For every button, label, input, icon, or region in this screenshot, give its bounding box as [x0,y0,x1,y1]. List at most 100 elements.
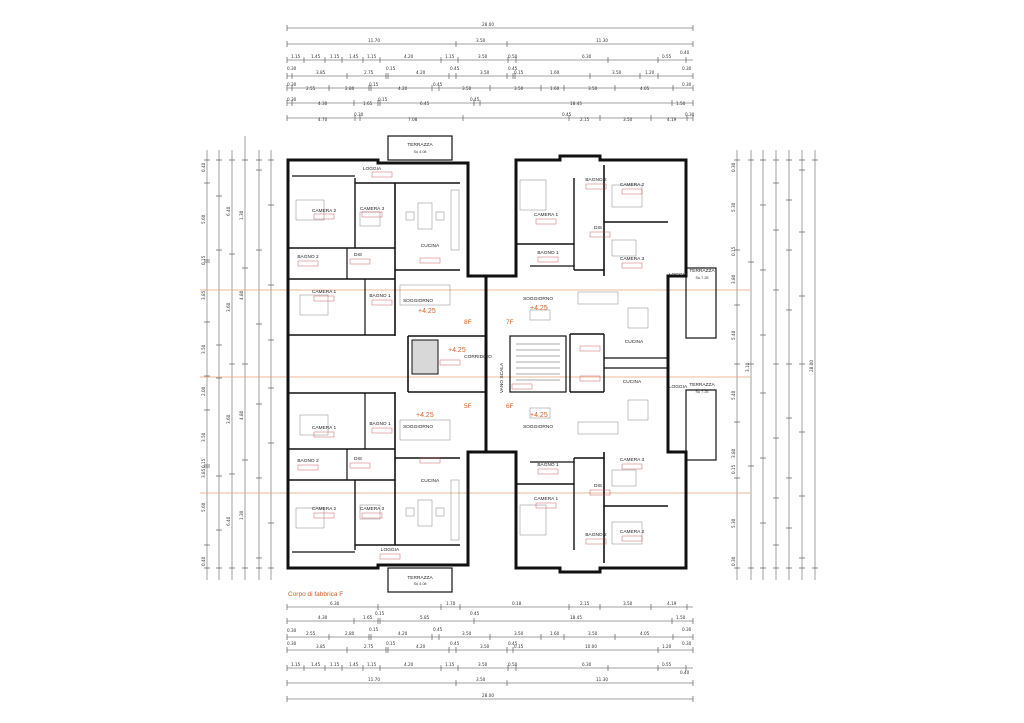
terrace-label: TERRAZZA [407,142,433,148]
dim-label: 1.60 [550,631,560,636]
room-label: CUCINA [421,478,440,484]
dim-label: 2.15 [580,601,590,606]
dim-label: 5.60 [201,214,206,224]
dim-label: 0.45 [470,97,480,102]
dim-label: 0.30 [731,162,736,172]
dim-label: 3.60 [226,414,231,424]
floor-labels: 8F 7F 5F 6F [464,319,514,410]
dim-label: 1.50 [676,615,686,620]
dim-label: 5.85 [420,615,430,620]
dim-label: 4.20 [404,662,414,667]
dim-label: 4.80 [239,410,244,420]
room-label: CAMERA 2 [620,529,645,535]
room-label: CAMERA 1 [534,496,559,502]
dim-label: 0.40 [201,162,206,172]
dim-label: 0.30 [287,97,297,102]
dim-label: 0.15 [386,641,396,646]
left-dimension-labels: 0.40 5.60 0.15 3.85 3.50 2.00 3.50 3.85 … [201,162,244,566]
elevation-mark: +4.25 [530,305,548,312]
room-label: CAMERA 3 [620,457,645,463]
dim-label: 5.40 [731,330,736,340]
dim-label: 3.50 [480,644,490,649]
dim-label: 1.30 [239,510,244,520]
dim-label: 0.15 [731,464,736,474]
dim-label: 0.50 [508,54,518,59]
dim-label: 0.15 [375,611,385,616]
dim-label: 4.05 [640,86,650,91]
room-label: CAMERA 1 [312,289,337,295]
dim-label: 0.45 [562,112,572,117]
dim-label: 5.30 [731,518,736,528]
dim-label: 3.80 [731,448,736,458]
dim-label: 0.30 [682,627,692,632]
room-label: SOGGIORNO [403,298,433,304]
dim-label: 1.15 [291,54,301,59]
dim-label: 1.15 [330,54,340,59]
dim-bottom-half: 11.30 [596,677,608,682]
room-label: BAGNO 2 [585,177,607,183]
dim-label: 0.30 [287,66,297,71]
dim-label: 3.50 [478,662,488,667]
room-label: LOGGIA [669,384,688,390]
dim-label: 3.50 [588,86,598,91]
dim-label: 18.45 [570,615,582,620]
room-label: CAMERA 2 [312,506,337,512]
room-label: SOGGIORNO [523,296,553,302]
dim-label: 0.40 [680,670,690,675]
section-lines [200,289,750,494]
dim-label: 0.45 [450,66,460,71]
dim-label: 0.40 [201,556,206,566]
dim-label: 4.80 [239,290,244,300]
dim-label: 10.00 [585,644,597,649]
elevation-mark: +4.25 [448,347,466,354]
floor-label: 5F [464,403,472,410]
dim-label: 0.15 [514,644,524,649]
room-label: CUCINA [625,339,644,345]
dim-label: 4.19 [667,117,677,122]
dim-label: 0.15 [378,97,388,102]
dim-label: 0.30 [287,82,297,87]
dim-label: 0.15 [386,66,396,71]
elevator-shaft [411,339,439,375]
room-label: CAMERA 2 [312,208,337,214]
dim-label: 2.15 [580,117,590,122]
dim-label: 5.40 [731,390,736,400]
right-dimension-chains [736,150,816,580]
dim-label: 1.15 [330,662,340,667]
elevation-marks: +4.25 +4.25 +4.25 +4.25 +4.25 [416,305,548,419]
terrace-area: Su 7.25 [695,390,708,394]
dim-label: 3.50 [514,631,524,636]
dim-label: 1.15 [291,662,301,667]
room-label: DIS [594,483,602,489]
dim-label: 1.45 [311,54,321,59]
floor-label: 6F [506,403,514,410]
room-label: SOGGIORNO [523,424,553,430]
dim-top-total: 28.00 [482,22,494,27]
dim-label: 0.18 [512,601,522,606]
room-label: DIS [594,225,602,231]
dim-label: 0.15 [201,458,206,468]
dim-label: 1.20 [662,644,672,649]
room-label: LOGGIA [381,547,400,553]
dim-label: 3.85 [316,644,326,649]
dim-label: 0.45 [433,627,443,632]
dim-label: 4.70 [318,117,328,122]
terrace-bottom-left: TERRAZZA Su 4.08 [387,567,453,593]
terrace-area: Su 4.08 [413,150,426,154]
room-labels-left: LOGGIA CAMERA 2 CAMERA 3 CUCINA BAGNO 2 … [297,166,492,553]
room-label: CUCINA [623,379,642,385]
dim-label: 3.50 [588,631,598,636]
dim-label: 6.30 [582,662,592,667]
dim-label: 1.45 [349,662,359,667]
dim-label: 0.40 [680,50,690,55]
bottom-dimension-chains [287,606,693,700]
dim-label: 6.30 [582,54,592,59]
dim-label: 3.85 [316,70,326,75]
room-label: LOGGIA [363,166,382,172]
dim-bottom-half: 11.70 [368,677,380,682]
terrace-area: Su 4.08 [413,582,426,586]
dim-label: 4.20 [416,644,426,649]
terrace-right-top: TERRAZZA Su 7.25 [685,267,717,339]
dim-top-half: 11.70 [368,38,380,43]
